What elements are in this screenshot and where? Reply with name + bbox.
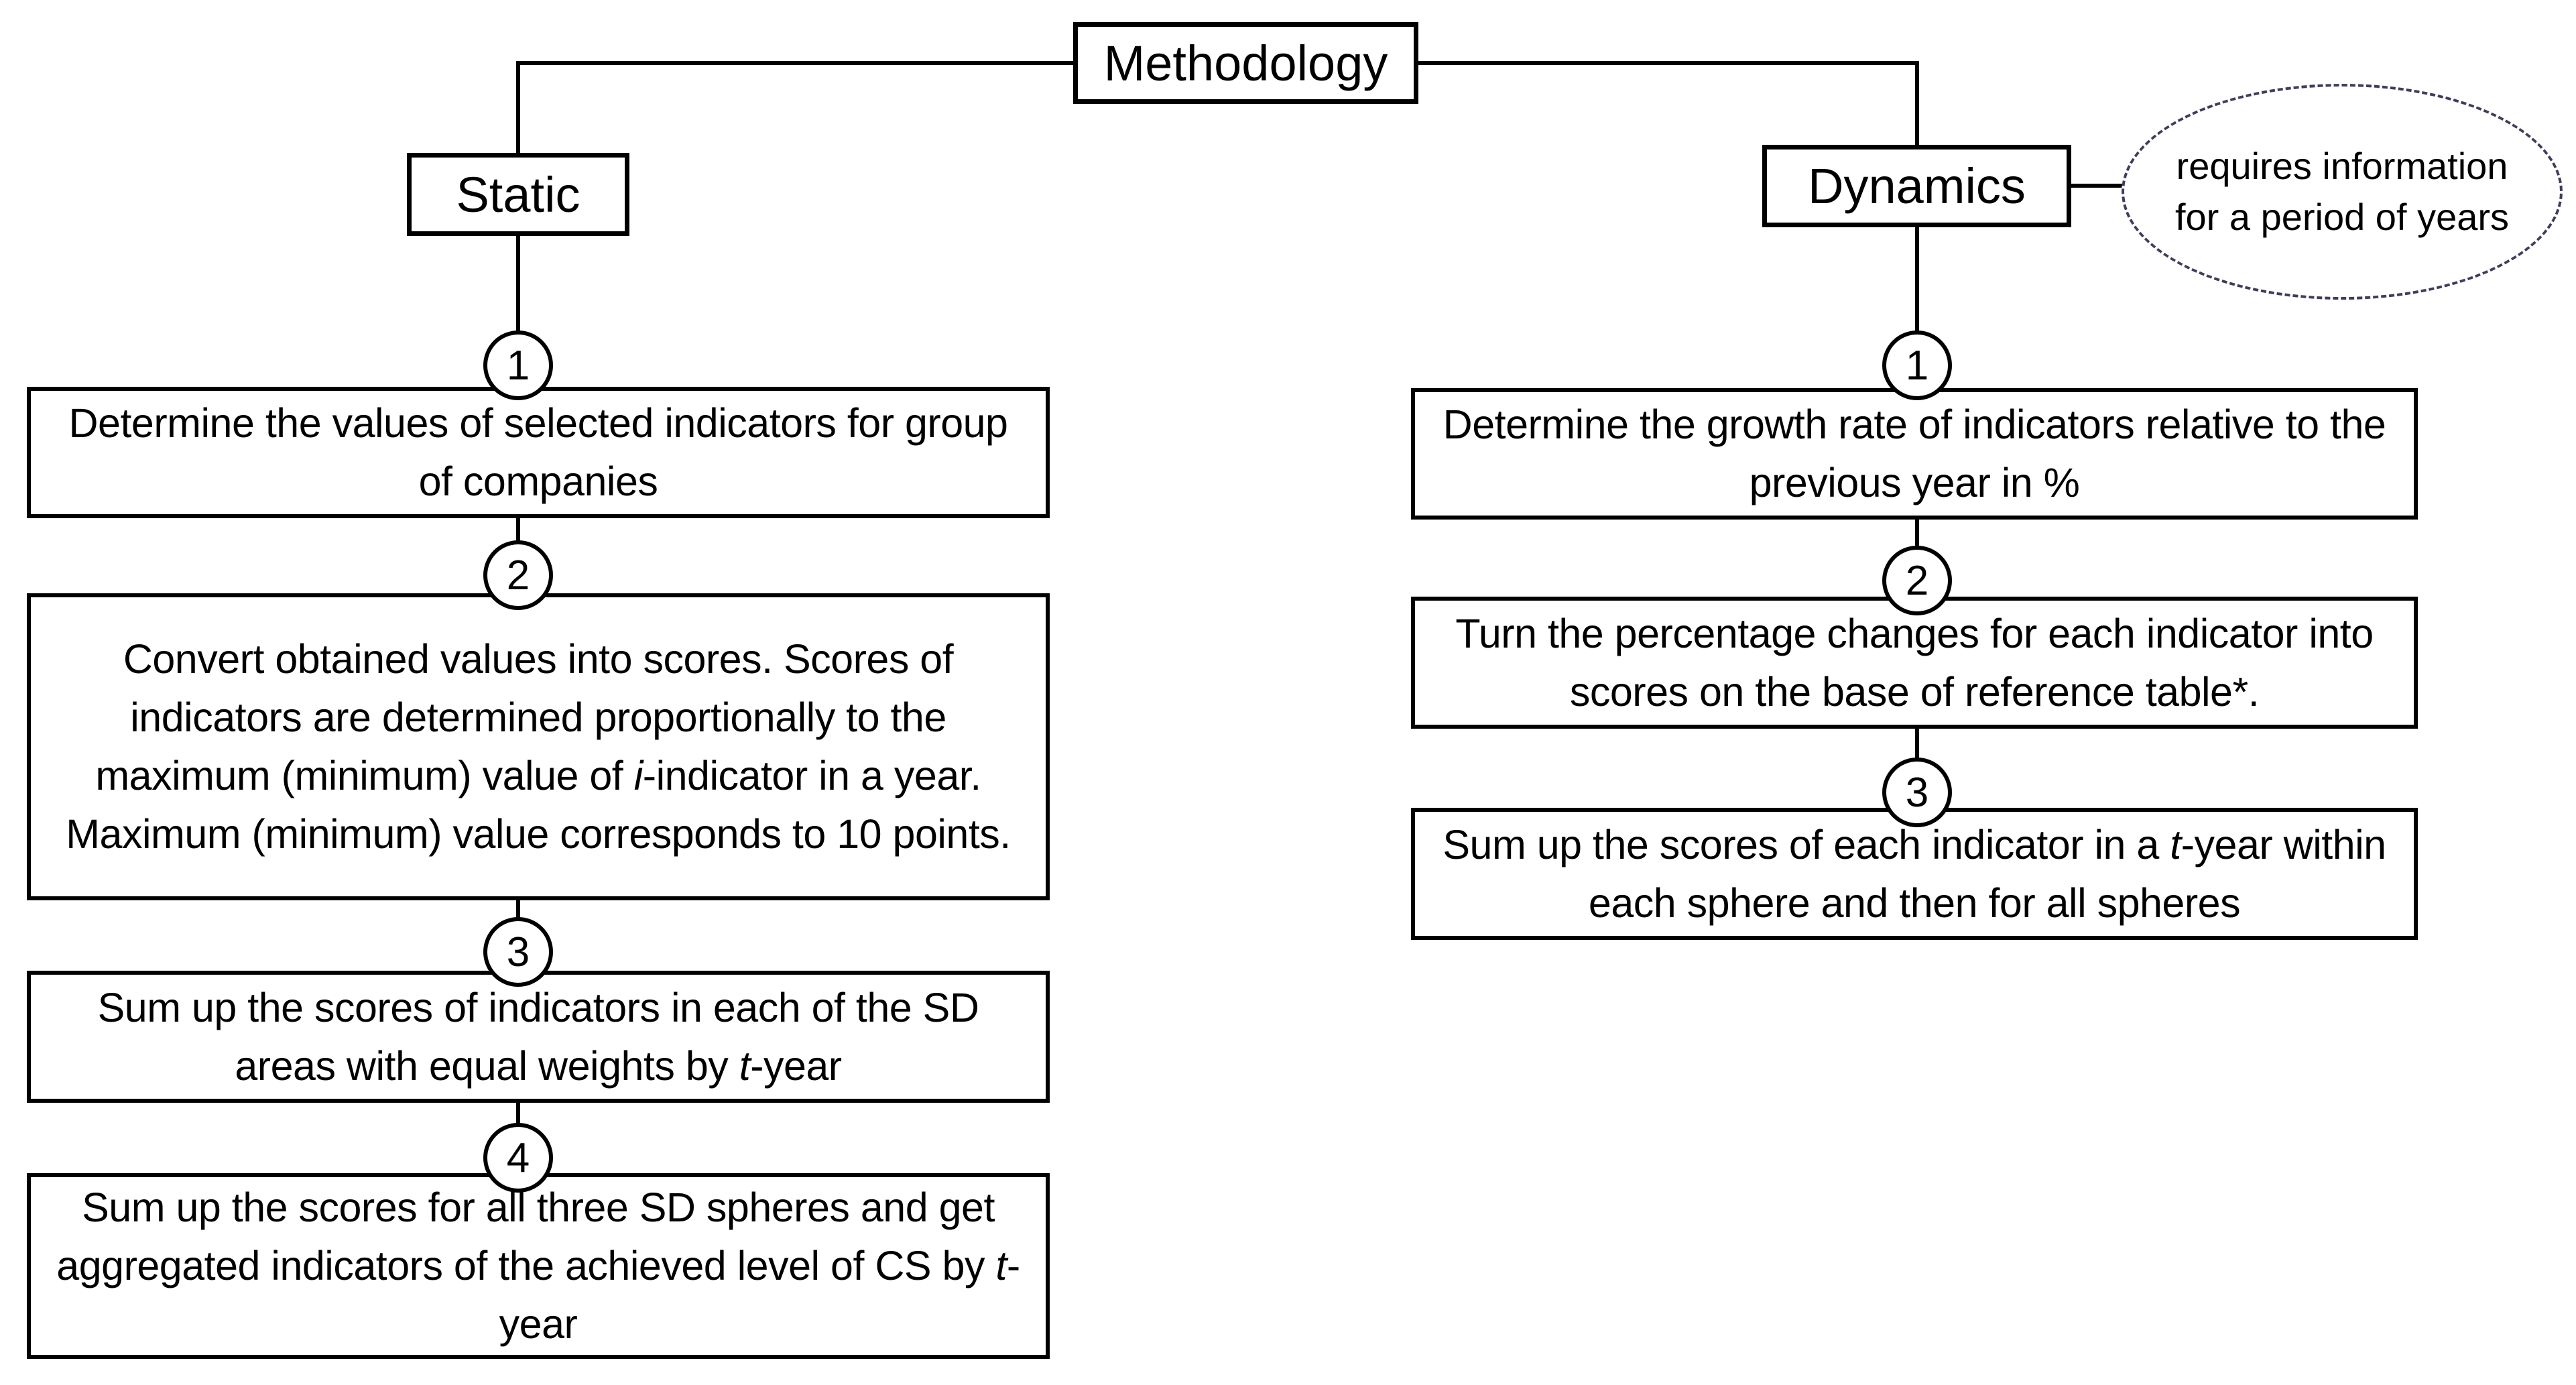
dynamics-step-3-number-circle: 3 xyxy=(1882,758,1952,827)
static-step-2-number: 2 xyxy=(506,552,530,599)
static-step-1-number-circle: 1 xyxy=(483,330,553,400)
dynamics-step-2-text: Turn the percentage changes for each ind… xyxy=(1455,610,2374,715)
dynamics-step-3-number: 3 xyxy=(1905,769,1929,816)
connector-dynamics-to-note xyxy=(2067,184,2124,188)
methodology-box: Methodology xyxy=(1073,22,1418,104)
static-step-2-number-circle: 2 xyxy=(483,540,553,610)
static-step-3-number: 3 xyxy=(506,928,530,975)
static-step-1-box: Determine the values of selected indicat… xyxy=(27,387,1050,518)
dynamics-step-1-box: Determine the growth rate of indicators … xyxy=(1411,388,2418,520)
static-branch-label: Static xyxy=(456,166,580,223)
note-line-1: requires information xyxy=(2176,145,2508,187)
static-step-3-box: Sum up the scores of indicators in each … xyxy=(27,971,1050,1103)
connector-top-right-horizontal xyxy=(1418,61,1917,65)
static-step-3-number-circle: 3 xyxy=(483,917,553,987)
connector-static-to-step1 xyxy=(516,233,520,391)
methodology-label: Methodology xyxy=(1103,35,1388,91)
dynamics-step-1-text: Determine the growth rate of indicators … xyxy=(1443,402,2386,505)
connector-dynamics-to-step1 xyxy=(1915,225,1919,392)
dynamics-step-2-number-circle: 2 xyxy=(1882,546,1952,615)
static-step-1-number: 1 xyxy=(506,342,530,389)
static-branch-box: Static xyxy=(407,153,629,236)
static-step-4-box: Sum up the scores for all three SD spher… xyxy=(27,1173,1050,1359)
static-step-1-text: Determine the values of selected indicat… xyxy=(68,400,1008,504)
dynamics-branch-label: Dynamics xyxy=(1808,158,2026,214)
static-step-2-box: Convert obtained values into scores. Sco… xyxy=(27,593,1050,900)
dynamics-step-1-number-circle: 1 xyxy=(1882,330,1952,400)
connector-methodology-to-dynamics xyxy=(1915,61,1919,149)
dynamics-step-2-box: Turn the percentage changes for each ind… xyxy=(1411,597,2418,729)
dynamics-step-1-number: 1 xyxy=(1905,342,1929,389)
static-step-4-number: 4 xyxy=(506,1134,530,1181)
dynamics-step-3-box: Sum up the scores of each indicator in a… xyxy=(1411,808,2418,940)
note-line-2: for a period of years xyxy=(2174,196,2510,238)
static-step-4-number-circle: 4 xyxy=(483,1123,553,1193)
static-step-4-text: Sum up the scores for all three SD spher… xyxy=(56,1185,1020,1347)
note-ellipse: requires information for a period of yea… xyxy=(2122,84,2563,300)
dynamics-step-3-text: Sum up the scores of each indicator in a… xyxy=(1443,821,2386,926)
static-step-3-text: Sum up the scores of indicators in each … xyxy=(97,984,979,1089)
connector-methodology-to-static xyxy=(516,61,520,157)
connector-top-left-horizontal xyxy=(518,61,1073,65)
static-step-2-text: Convert obtained values into scores. Sco… xyxy=(66,636,1011,857)
dynamics-branch-box: Dynamics xyxy=(1762,145,2071,227)
dynamics-step-2-number: 2 xyxy=(1905,557,1929,604)
